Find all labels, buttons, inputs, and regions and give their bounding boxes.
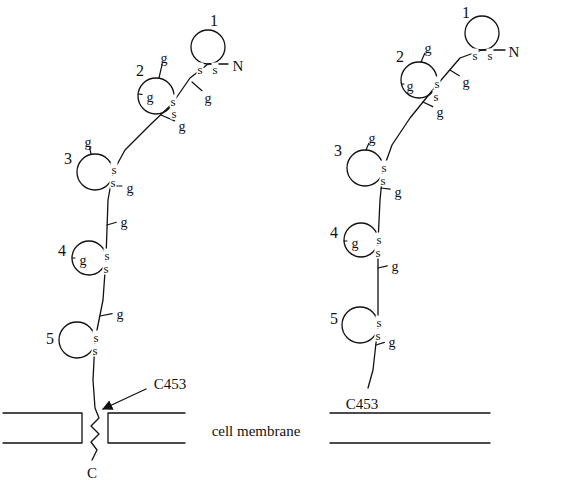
domain-number: 4 [58,243,66,259]
disulfide-mark: s [433,77,440,90]
glycan-mark: g [147,91,154,105]
glycan-stalk [100,314,112,316]
disulfide-mark: s [379,174,386,187]
glycan-mark: g [389,336,396,350]
glycan-mark: g [407,80,414,94]
disulfide-mark: s [486,49,493,62]
glycan-stalk [378,266,387,268]
disulfide-mark: s [92,331,99,344]
glycan-stalk [376,342,384,345]
glycan-stalk [381,188,390,189]
glycan-stalk [72,257,75,258]
disulfide-mark: s [374,329,381,342]
peptide-chain [368,50,505,388]
glycan-stalk [107,222,116,225]
glycan-mark: g [369,132,376,146]
cell-membrane [3,413,185,443]
glycan-mark: g [179,120,186,134]
glycan-mark: g [425,42,432,56]
domain-number: 3 [334,143,342,159]
domain-loop [77,154,113,190]
glycan-stalk [402,83,404,84]
disulfide-mark: s [380,161,387,174]
glycan-stalk [450,70,459,76]
disulfide-mark: s [374,246,381,259]
disulfide-mark: s [91,344,98,357]
disulfide-mark: s [375,233,382,246]
disulfide-mark: s [211,63,218,76]
domain-loop [59,322,95,358]
membrane-label: cell membrane [212,424,301,439]
glycan-stalk [421,53,425,62]
glycan-stalk [344,240,347,241]
disulfide-mark: s [109,176,116,189]
domain-number: 4 [330,225,338,241]
glycan-mark: g [392,260,399,274]
terminus-label: N [509,45,520,60]
disulfide-mark: s [196,63,203,76]
glycan-stalk [366,143,369,150]
disulfide-mark: s [110,163,117,176]
peptide-chain [91,64,228,460]
terminus-label: C453 [346,397,379,412]
cell-membrane [330,413,490,443]
domain-number: 3 [64,151,72,167]
domain-loop [465,16,499,50]
domain-loop [342,307,378,343]
glycan-mark: g [437,106,444,120]
terminus-label: N [233,59,244,74]
terminus-label: C453 [154,377,187,392]
glycan-mark: g [352,237,359,251]
glycan-mark: g [161,52,168,66]
glycan-stalk [192,82,202,91]
disulfide-mark: s [375,316,382,329]
domain-number: 1 [462,5,470,21]
disulfide-mark: s [102,262,109,275]
disulfide-mark: s [103,249,110,262]
domain-number: 5 [46,331,54,347]
terminus-label: C [87,465,97,480]
domain-loop [344,223,378,257]
domain-loop [191,30,225,64]
disulfide-mark: s [170,107,177,120]
glycan-stalk [423,102,433,107]
glycan-mark: g [463,76,470,90]
pointer-arrow [103,389,146,409]
glycan-stalk [138,93,142,95]
glycan-mark: g [205,92,212,106]
glycan-mark: g [85,136,92,150]
glycan-mark: g [127,182,134,196]
glycan-mark: g [117,308,124,322]
domain-number: 1 [210,13,218,29]
disulfide-mark: s [471,49,478,62]
domain-number: 2 [136,63,144,79]
glycan-mark: g [395,186,402,200]
glycan-mark: g [80,254,87,268]
domain-number: 2 [396,49,404,65]
domain-number: 5 [330,311,338,327]
domain-loop [72,241,106,275]
glycan-mark: g [121,216,128,230]
domain-loop [347,150,383,186]
disulfide-mark: s [432,90,439,103]
